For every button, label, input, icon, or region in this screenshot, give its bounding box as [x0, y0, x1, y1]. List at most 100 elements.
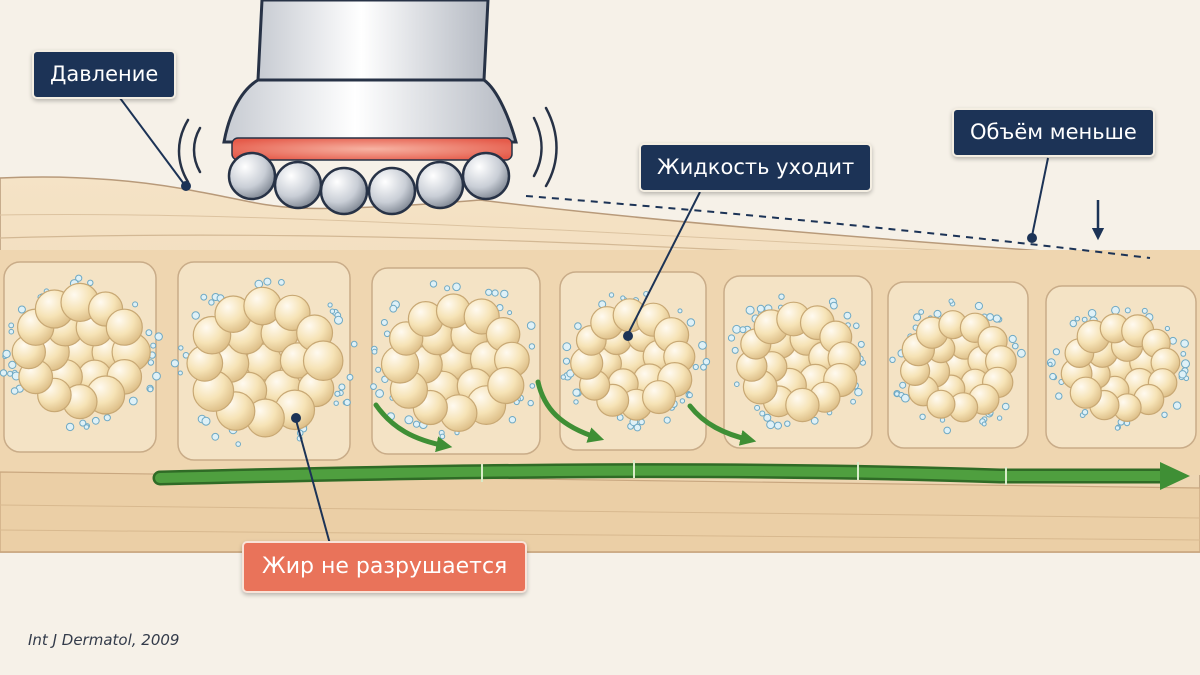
fluid-droplet — [87, 279, 94, 286]
fluid-droplet — [1114, 425, 1121, 431]
fluid-droplet — [370, 383, 377, 391]
less-volume-label: Объём меньше — [952, 108, 1155, 157]
leader-dot — [623, 331, 633, 341]
fluid-droplet — [132, 301, 139, 308]
fluid-droplet — [83, 424, 90, 430]
fluid-droplet — [485, 288, 493, 296]
fluid-droplet — [147, 359, 155, 366]
fluid-droplet — [572, 388, 581, 397]
fluid-droplet — [574, 322, 582, 330]
leader-dot — [291, 413, 301, 423]
fluid-droplet — [17, 305, 26, 314]
fluid-droplet — [1178, 370, 1187, 379]
fluid-droplet — [346, 373, 354, 381]
flow-arrow — [373, 402, 453, 453]
fluid-droplet — [170, 359, 179, 368]
fluid-droplet — [1012, 342, 1019, 350]
fluid-droplet — [774, 421, 782, 430]
fluid-droplet — [529, 383, 536, 389]
fluid-droplet — [830, 301, 838, 310]
fluid-droplet — [843, 311, 852, 320]
pressure-label: Давление — [32, 50, 177, 99]
fluid-droplet — [491, 289, 499, 297]
fat-cell — [302, 340, 344, 382]
fluid-droplet — [981, 421, 987, 427]
fluid-droplet — [343, 398, 351, 406]
fluid-droplet — [200, 293, 208, 301]
fluid-droplet — [1087, 309, 1097, 318]
leader-line-fluid — [627, 191, 701, 335]
fluid-droplet — [350, 340, 358, 348]
fluid-droplet — [75, 274, 83, 282]
fluid-droplet — [1047, 361, 1053, 367]
fluid-droplet — [677, 308, 683, 314]
roller-ball — [319, 166, 369, 216]
fluid-droplet — [778, 293, 785, 300]
fluid-droplet — [899, 381, 907, 389]
fluid-droplet — [996, 415, 1003, 421]
flow-arrow — [687, 403, 757, 446]
fluid-droplet — [608, 292, 615, 298]
fluid-droplet — [254, 279, 264, 289]
fluid-droplet — [333, 400, 339, 406]
lymph-arrow-head — [1160, 462, 1190, 490]
fluid-droplet — [663, 416, 671, 424]
fluid-droplet — [810, 416, 819, 425]
fluid-droplet — [178, 345, 184, 351]
fluid-droplet — [91, 416, 100, 425]
fat-cell — [926, 389, 956, 419]
fluid-droplet — [763, 413, 772, 422]
device-handle — [256, 0, 490, 82]
fluid-droplet — [732, 324, 741, 334]
fluid-droplet — [560, 374, 566, 380]
fluid-droplet — [10, 387, 19, 395]
fluid-droplet — [452, 282, 461, 292]
roller-balls — [227, 151, 511, 216]
vibration-waves-right-icon — [532, 106, 558, 188]
fluid-flow-arrows — [373, 379, 757, 453]
fluid-droplet — [1141, 307, 1148, 314]
fluid-droplet — [698, 341, 707, 350]
fluid-droplet — [1081, 316, 1088, 323]
fluid-droplet — [526, 321, 536, 330]
fluid-droplet — [211, 432, 220, 441]
fluid-droplet — [1081, 409, 1089, 416]
fluid-droplet — [1172, 401, 1182, 410]
fluid-droplet — [686, 318, 696, 327]
fluid-droplet — [528, 343, 536, 350]
fluid-droplet — [338, 383, 346, 391]
fluid-droplet — [8, 322, 15, 329]
fluid-droplet — [1161, 411, 1168, 418]
fluid-droplet — [573, 399, 579, 405]
fluid-droplet — [191, 311, 200, 320]
fluid-droplet — [439, 433, 446, 440]
roller-ball — [273, 160, 323, 210]
fluid-droplet — [380, 319, 388, 326]
fluid-droplet — [500, 289, 509, 299]
fluid-droplet — [754, 404, 761, 411]
leader-line-volume — [1031, 157, 1049, 237]
fluid-droplet — [1008, 334, 1017, 344]
fluid-droplet — [334, 390, 341, 397]
fluid-droplet — [147, 386, 154, 393]
roller-ball — [227, 151, 277, 201]
device-head — [222, 78, 518, 144]
leader-dot — [1027, 233, 1037, 243]
fluid-droplet — [918, 309, 925, 315]
fluid-droplet — [329, 308, 336, 314]
fluid-droplet — [79, 419, 87, 427]
fluid-droplet — [784, 420, 791, 427]
fluid-droplet — [371, 348, 378, 355]
fluid-droplet — [154, 332, 163, 341]
fluid-droplet — [128, 396, 138, 406]
leader-dot — [181, 181, 191, 191]
fluid-droplet — [700, 363, 707, 371]
fluid-droplet — [383, 330, 391, 338]
fluid-droplet — [278, 279, 285, 286]
fluid-droplet — [1017, 348, 1026, 358]
fluid-droplet — [756, 304, 765, 313]
massage-device — [177, 0, 558, 216]
fluid-droplet — [150, 342, 157, 349]
fluid-droplet — [992, 314, 1002, 323]
fluid-droplet — [766, 420, 775, 430]
